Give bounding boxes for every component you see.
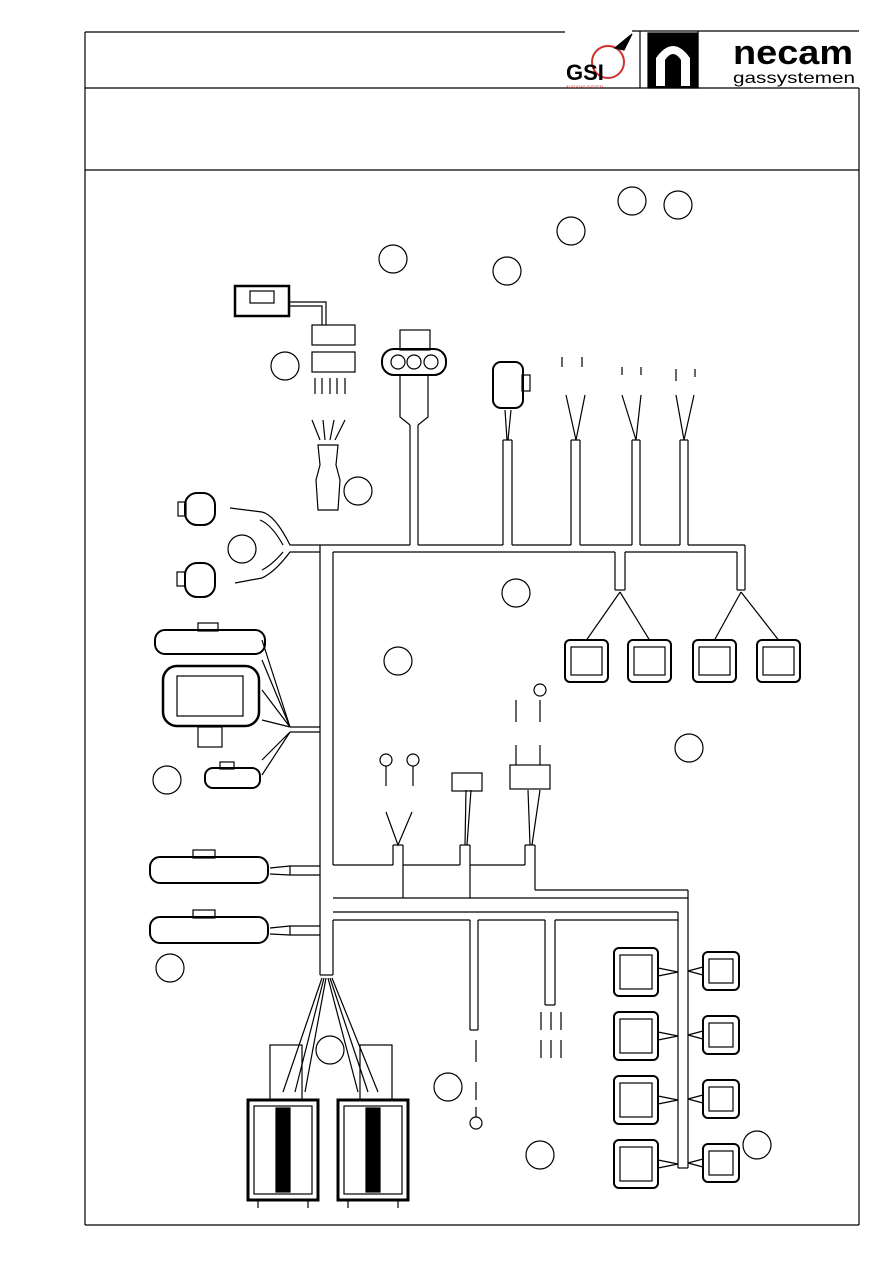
- callout-circle: [663, 190, 693, 220]
- connectors: [149, 284, 551, 1130]
- square-connector: [702, 951, 740, 991]
- callout-circle: [556, 216, 586, 246]
- square-connector: [613, 947, 659, 997]
- square-connector: [702, 1015, 740, 1055]
- square-connector: [702, 1079, 740, 1119]
- callout-circle: [315, 1035, 345, 1065]
- svg-text:AUTOGAS SYSTEM: AUTOGAS SYSTEM: [566, 84, 603, 89]
- n-logo: [647, 32, 699, 89]
- callout-circle: [674, 733, 704, 763]
- callout-circle: [617, 186, 647, 216]
- callout-circle: [270, 351, 300, 381]
- callout-circle: [378, 244, 408, 274]
- svg-text:GSI: GSI: [566, 60, 604, 85]
- square-connector: [692, 591, 742, 683]
- left-branches: [229, 507, 379, 1093]
- square-connector: [613, 1011, 659, 1061]
- callout-circle: [433, 1072, 463, 1102]
- square-connector: [564, 591, 621, 683]
- square-connectors: [564, 591, 801, 1189]
- square-connector: [702, 1143, 740, 1183]
- callout-circle: [155, 953, 185, 983]
- callout-circle: [492, 256, 522, 286]
- callout-circles: [152, 186, 772, 1170]
- square-connector: [619, 591, 672, 683]
- callout-circle: [383, 646, 413, 676]
- ecu-connectors: [246, 1044, 410, 1208]
- square-connector: [740, 591, 801, 683]
- callout-circle: [501, 578, 531, 608]
- drawing-frame: [84, 30, 860, 1226]
- square-connector: [613, 1139, 659, 1189]
- callout-circle: [227, 534, 257, 564]
- svg-text:necam: necam: [733, 34, 853, 72]
- callout-circle: [742, 1130, 772, 1160]
- callout-circle: [152, 765, 182, 795]
- svg-text:gassystemen: gassystemen: [733, 70, 855, 87]
- callout-circle: [343, 476, 373, 506]
- gsi-logo: GSI AUTOGAS SYSTEM: [566, 33, 633, 89]
- ecu-connector: [246, 1044, 320, 1208]
- harness-trunk: [319, 357, 746, 1169]
- square-connector: [613, 1075, 659, 1125]
- ecu-connector: [336, 1044, 410, 1208]
- callout-circle: [525, 1140, 555, 1170]
- necam-logo: necam gassystemen: [733, 34, 855, 87]
